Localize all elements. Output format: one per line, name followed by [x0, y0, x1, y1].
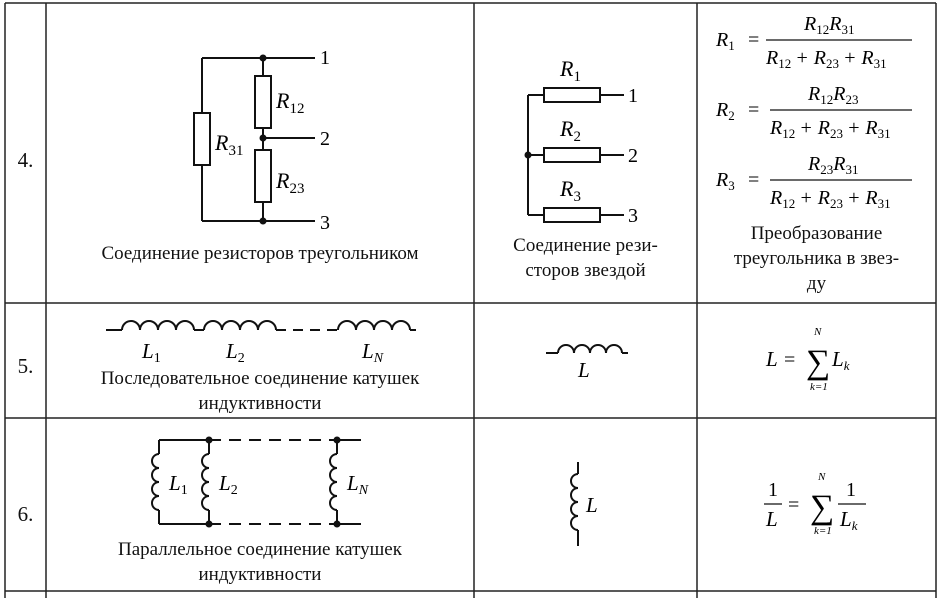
terminal-1-label: 1	[320, 47, 330, 69]
parallel-caption-line2: индуктивности	[198, 564, 322, 585]
series-caption-line2: индуктивности	[198, 393, 322, 414]
parallel-symbol-label: L	[585, 493, 598, 517]
star-caption-line2: сторов звездой	[525, 260, 646, 281]
svg-text:LN: LN	[346, 471, 369, 498]
series-formula-lhs: L	[765, 347, 778, 371]
formulas-caption-line1: Преобразование	[750, 223, 883, 244]
svg-text:k=1: k=1	[810, 381, 828, 393]
parallel-formula-lhs-den: L	[765, 507, 778, 531]
svg-text:LN: LN	[361, 339, 384, 366]
star-caption-line1: Соединение рези-	[513, 235, 658, 256]
f1-lhs: R	[715, 29, 728, 51]
series-caption: Последовательное соединение катушек инду…	[46, 366, 474, 416]
svg-text:R2: R2	[715, 99, 735, 123]
r1-label: R	[559, 56, 574, 81]
r3-sub: 3	[573, 189, 581, 205]
svg-text:R12: R12	[275, 88, 304, 117]
svg-text:∑: ∑	[806, 344, 830, 381]
svg-text:N: N	[813, 326, 822, 338]
svg-text:R1: R1	[559, 56, 581, 85]
parallel-caption: Параллельное соединение катушек индуктив…	[46, 537, 474, 587]
svg-text:R12+ R23+ R31: R12+ R23+ R31	[769, 117, 891, 141]
parallel-inductors-diagram: L1 L2 LN	[151, 436, 369, 528]
r12-sub: 12	[289, 101, 304, 117]
svg-text:R3: R3	[715, 169, 735, 193]
series-l2-label: L	[225, 339, 238, 363]
series-formula: L = N ∑ k=1 Lk	[765, 326, 850, 393]
star-caption: Соединение рези- сторов звездой	[474, 233, 697, 283]
row-number-6: 6.	[17, 502, 34, 526]
svg-text:1: 1	[768, 479, 778, 501]
svg-text:=: =	[784, 349, 795, 371]
row-number-4: 4.	[17, 148, 34, 172]
f1-num-a: R	[803, 13, 816, 35]
svg-text:R3: R3	[559, 176, 581, 205]
series-inductors-diagram: L1 L2 LN	[106, 320, 416, 366]
r23-sub: 23	[289, 181, 304, 197]
parallel-l2-label: L	[218, 471, 231, 495]
svg-text:Lk: Lk	[839, 507, 858, 533]
terminal-2-label: 2	[320, 128, 330, 150]
r2-sub: 2	[573, 129, 581, 145]
terminal-3-label: 3	[320, 212, 330, 234]
svg-text:R12R23: R12R23	[807, 83, 858, 107]
f1-lhs-sub: 1	[728, 38, 735, 53]
svg-text:L1: L1	[141, 339, 161, 366]
formulas-caption-line3: ду	[806, 273, 827, 294]
svg-text:=: =	[748, 29, 759, 51]
star-terminal-3: 3	[628, 205, 638, 227]
parallel-l1-label: L	[168, 471, 181, 495]
r12-label: R	[275, 88, 290, 113]
svg-text:=: =	[748, 99, 759, 121]
svg-text:R1: R1	[715, 29, 735, 53]
series-symbol-label: L	[577, 358, 590, 382]
delta-resistor-diagram: 1 2 3 R12 R31 R23	[193, 47, 330, 234]
star-terminal-2: 2	[628, 145, 638, 167]
svg-text:R23R31: R23R31	[807, 153, 858, 177]
series-ln-label: L	[361, 339, 374, 363]
star-resistor-diagram: R1 R2 R3 1 2 3	[524, 56, 638, 227]
parallel-caption-line1: Параллельное соединение катушек	[118, 539, 402, 560]
svg-text:R12R31: R12R31	[803, 13, 854, 37]
delta-caption: Соединение резисторов треугольником	[101, 243, 419, 264]
svg-text:N: N	[817, 471, 826, 483]
f2-lhs: R	[715, 99, 728, 121]
svg-text:k=1: k=1	[814, 525, 832, 537]
svg-text:=: =	[748, 169, 759, 191]
formulas-caption-line2: треугольника в звез-	[733, 248, 900, 269]
r23-label: R	[275, 168, 290, 193]
parallel-ln-label: L	[346, 471, 359, 495]
formulas-caption: Преобразование треугольника в звез- ду	[697, 221, 936, 296]
r3-label: R	[559, 176, 574, 201]
inductor-symbol-vertical: L	[570, 462, 598, 546]
svg-text:=: =	[788, 494, 799, 516]
svg-text:L2: L2	[225, 339, 245, 366]
row-number-5: 5.	[17, 354, 34, 378]
r31-label: R	[214, 130, 229, 155]
svg-text:L1: L1	[168, 471, 188, 498]
svg-text:R23: R23	[275, 168, 304, 197]
svg-text:∑: ∑	[810, 489, 834, 526]
delta-star-formulas: R1 = R12R31 R12+ R23+ R31 R2 = R12R23 R1…	[715, 13, 912, 211]
svg-text:R2: R2	[559, 116, 581, 145]
svg-text:R31: R31	[214, 130, 243, 159]
f3-lhs: R	[715, 169, 728, 191]
svg-text:L2: L2	[218, 471, 238, 498]
svg-text:R12+ R23+ R31: R12+ R23+ R31	[769, 187, 891, 211]
svg-text:Lk: Lk	[831, 347, 850, 373]
svg-text:1: 1	[846, 479, 856, 501]
r1-sub: 1	[573, 69, 581, 85]
series-caption-line1: Последовательное соединение катушек	[100, 368, 420, 389]
svg-text:R12+ R23+ R31: R12+ R23+ R31	[765, 47, 887, 71]
star-terminal-1: 1	[628, 85, 638, 107]
series-l1-label: L	[141, 339, 154, 363]
parallel-formula: 1 L = N ∑ k=1 1 Lk	[764, 471, 866, 537]
r31-sub: 31	[228, 143, 243, 159]
r2-label: R	[559, 116, 574, 141]
inductor-symbol-horizontal: L	[546, 344, 628, 382]
